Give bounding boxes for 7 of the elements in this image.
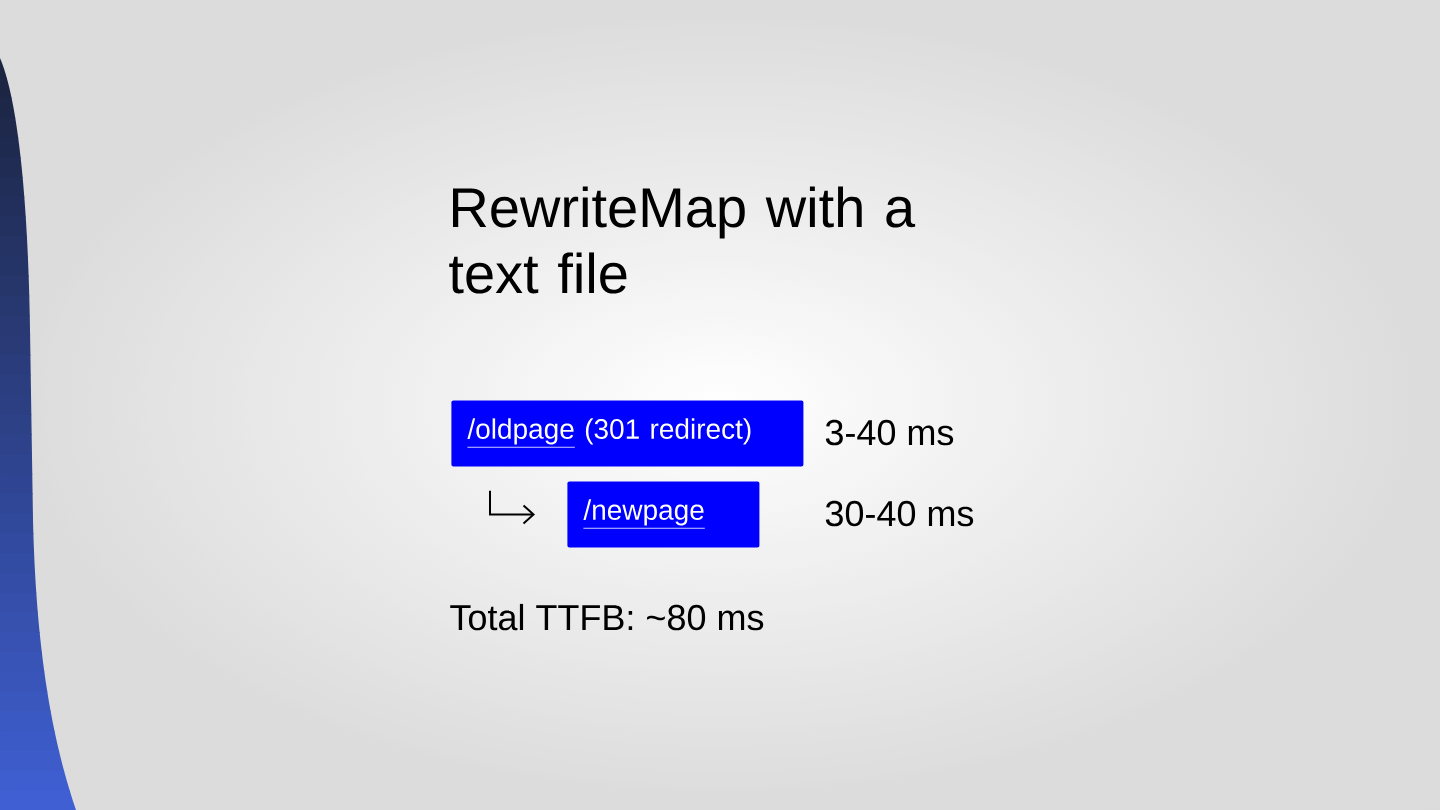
link-box: /oldpage (301 redirect)	[451, 400, 804, 467]
duration-label: 30-40 ms	[825, 500, 974, 527]
arrow	[489, 489, 535, 525]
link-box: /newpage	[567, 481, 760, 548]
title: RewriteMap with a text file	[449, 186, 916, 294]
note-text: Total TTFB: ~80 ms	[450, 603, 764, 631]
duration-label: 3-40 ms	[825, 419, 954, 446]
